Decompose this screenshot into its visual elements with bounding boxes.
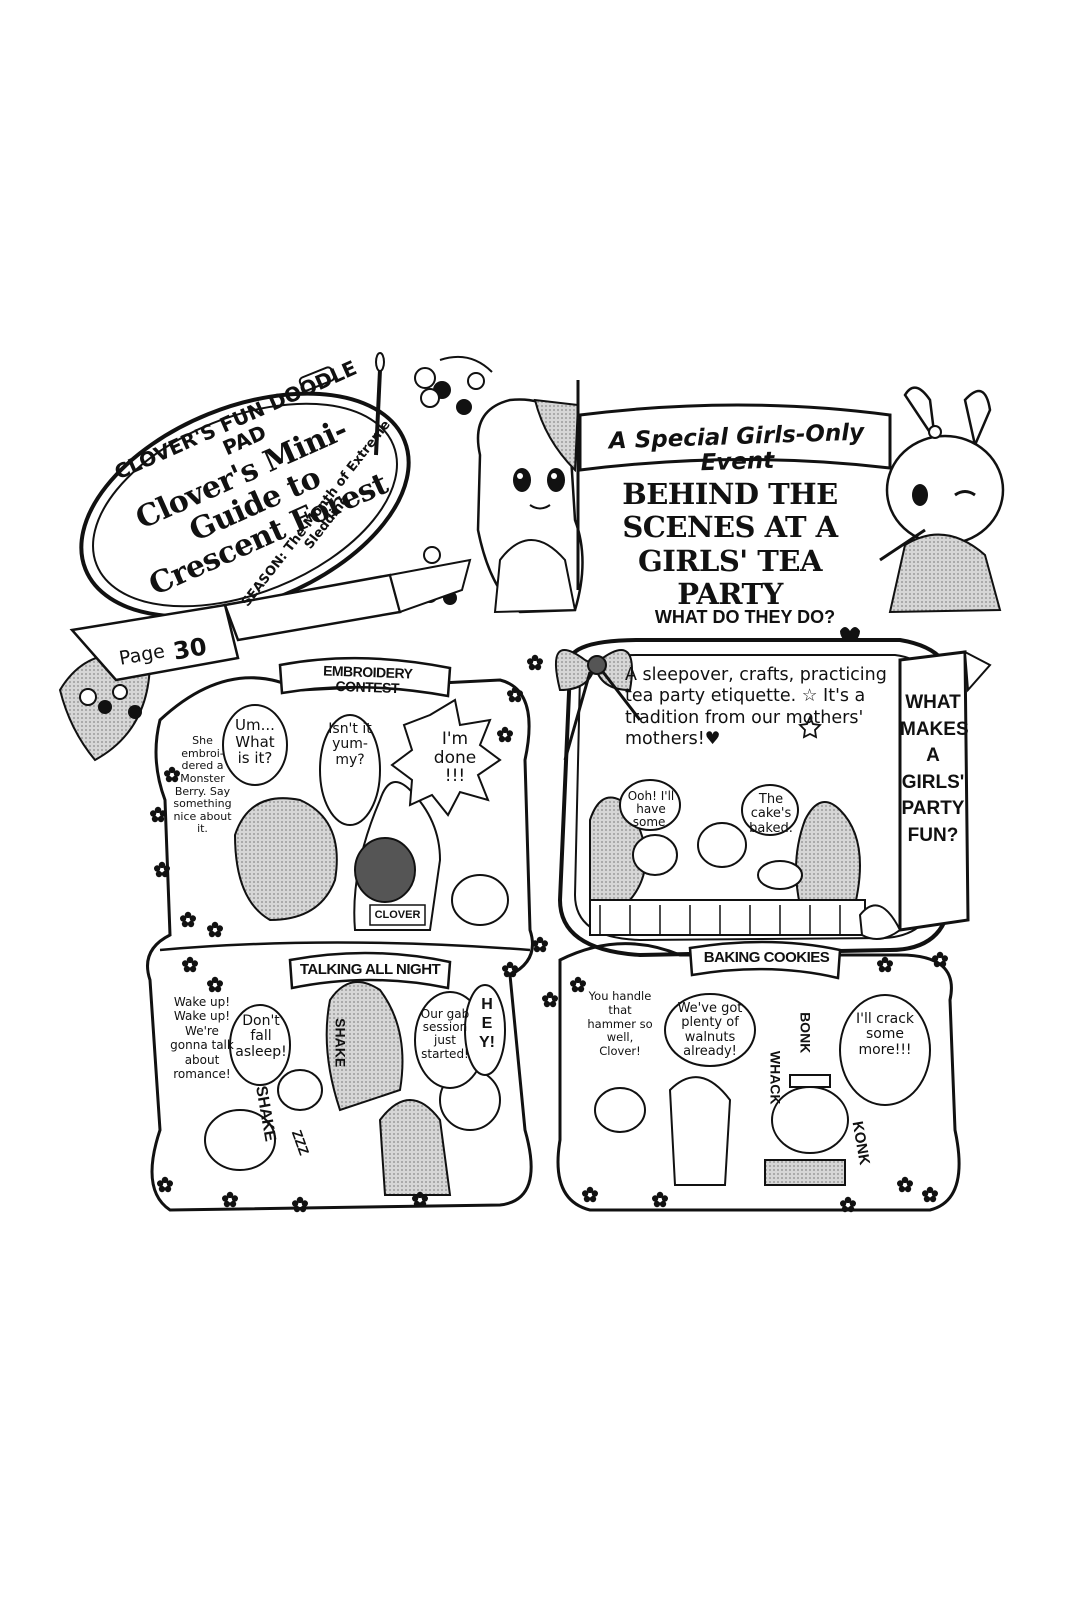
sfx-whack: WHACK: [767, 1050, 784, 1105]
event-subhead: WHAT DO THEY DO?: [654, 607, 836, 627]
vine-divider: [159, 941, 531, 952]
event-banner: [578, 403, 892, 472]
embroidery-bubble-3: I'm done !!!: [433, 729, 477, 787]
star-icon: [798, 714, 822, 739]
talking-bubble-3: Our gab session just started!: [420, 1007, 470, 1061]
talking-bubble-1: Wake up! Wake up! We're gonna talk about…: [170, 995, 234, 1081]
side-banner-text: WHAT MAKES A GIRLS' PARTY FUN?: [900, 692, 969, 846]
embroidery-bubble-2: Isn't it yum-my?: [328, 721, 372, 768]
bunny-character-left: [476, 380, 584, 614]
tea-party-speech-right: The cake's baked.: [749, 792, 793, 836]
event-banner-text: A Special Girls-Only Event: [608, 419, 865, 477]
berry-icon: [414, 356, 493, 415]
vine-frame-right: [556, 942, 961, 1212]
baking-bubble-1: You handle that hammer so well, Clover!: [587, 989, 653, 1059]
section-ribbons: [278, 656, 842, 990]
talking-hey: HEY!: [479, 996, 495, 1052]
talking-label: TALKING ALL NIGHT: [299, 961, 441, 978]
tea-party-description: A sleepover, crafts, practicing tea part…: [625, 665, 887, 750]
side-banner-scroll: [858, 650, 992, 940]
talking-scene: [204, 981, 501, 1196]
embroidery-scene: [233, 781, 509, 931]
page-ribbon: [69, 558, 472, 682]
baking-bubble-3: I'll crack some more!!!: [855, 1011, 915, 1058]
baking-bubble-2: We've got plenty of walnuts already!: [677, 1001, 743, 1059]
baking-label: BAKING COOKIES: [703, 949, 830, 966]
sewing-needle-icon: [374, 352, 385, 456]
embroidery-aside: She embroi-dered a Monster Berry. Say so…: [173, 734, 232, 836]
embroidery-hoop: [79, 366, 411, 619]
sfx-bonk: BONK: [797, 1012, 814, 1054]
speech-bubbles: [222, 698, 931, 1106]
tea-party-speech-left: Ooh! I'll have some.: [627, 789, 675, 830]
embroidery-label: EMBROIDERY CONTEST: [322, 662, 413, 697]
event-headline: BEHIND THE SCENES AT A GIRLS' TEA PARTY: [622, 477, 838, 612]
sfx-shake-1: SHAKE: [332, 1018, 349, 1068]
bunny-character-right: [879, 386, 1005, 614]
baking-scene: [594, 1074, 849, 1186]
talking-bubble-2: Don't fall asleep!: [235, 1013, 287, 1060]
bow-icon: [554, 649, 642, 761]
embroidery-sign: CLOVER: [374, 909, 421, 921]
embroidery-bubble-1: Um... What is it?: [235, 716, 275, 767]
